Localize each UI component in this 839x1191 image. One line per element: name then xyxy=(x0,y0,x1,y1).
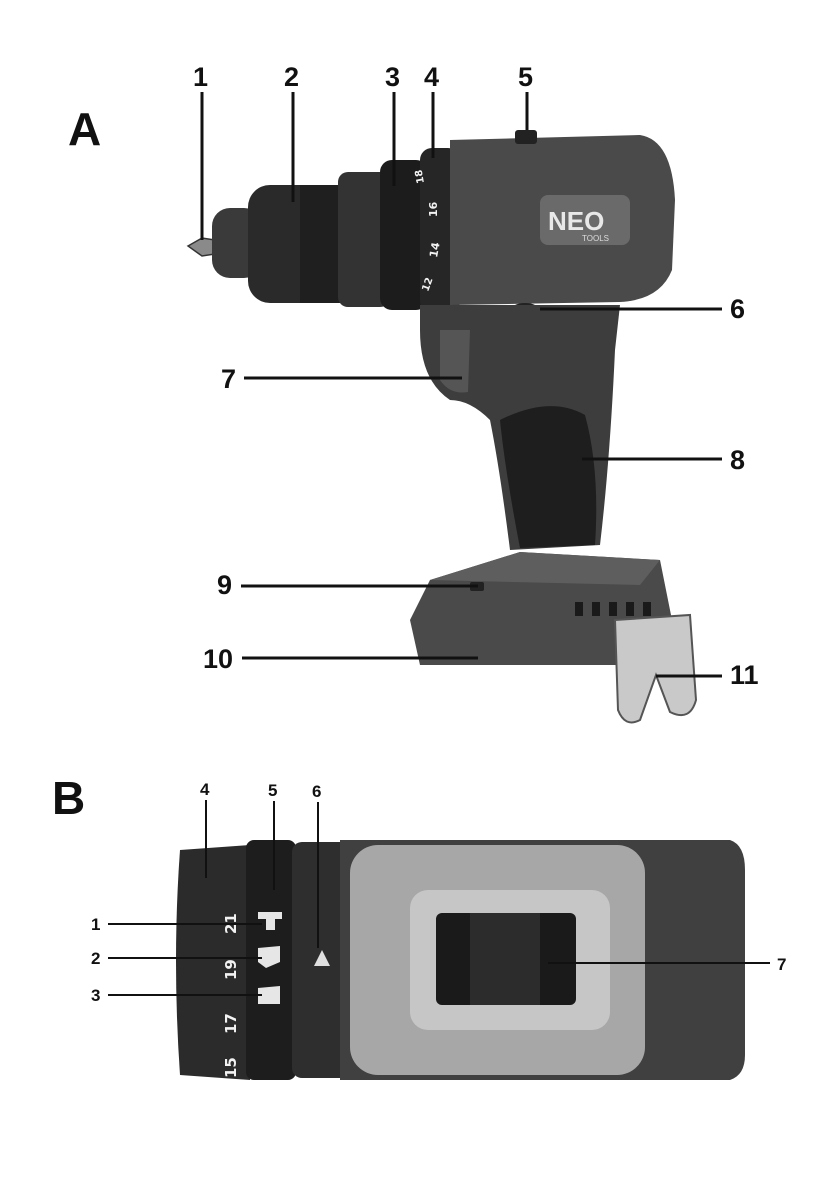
brand-logo: NEO xyxy=(548,206,604,236)
dial-a-num-3: 16 xyxy=(427,201,440,217)
drill-illustration: NEO TOOLS xyxy=(188,130,696,722)
belt-clip xyxy=(615,615,696,722)
callout-a-6: 6 xyxy=(730,294,745,324)
callout-a-7: 7 xyxy=(221,364,236,394)
callout-a-2: 2 xyxy=(284,62,299,92)
dial-b-num-1: 15 xyxy=(222,1057,240,1078)
callout-b-7: 7 xyxy=(777,955,786,974)
callout-b-5: 5 xyxy=(268,781,277,800)
callout-a-8: 8 xyxy=(730,445,745,475)
base-top xyxy=(430,552,660,585)
drill-bit xyxy=(188,238,215,256)
callout-a-3: 3 xyxy=(385,62,400,92)
dial-b-num-3: 19 xyxy=(222,959,240,980)
drill-top-view xyxy=(176,840,745,1080)
callout-a-10: 10 xyxy=(203,644,233,674)
top-switch xyxy=(515,130,537,144)
brand-sub: TOOLS xyxy=(582,234,609,243)
dial-a-num-2: 14 xyxy=(427,241,443,259)
callout-b-3: 3 xyxy=(91,986,100,1005)
callout-b-2: 2 xyxy=(91,949,100,968)
callout-a-4: 4 xyxy=(424,62,439,92)
callout-a-11: 11 xyxy=(730,660,759,690)
dial-b-num-2: 17 xyxy=(222,1013,240,1034)
callout-b-6: 6 xyxy=(312,782,321,801)
figure-a-letter: A xyxy=(68,103,101,155)
callout-b-1: 1 xyxy=(91,915,100,934)
callout-a-5: 5 xyxy=(518,62,533,92)
callout-a-9: 9 xyxy=(217,570,232,600)
callout-a-1: 1 xyxy=(193,62,208,92)
callout-b-4: 4 xyxy=(200,780,210,799)
drill-mode-symbol xyxy=(258,912,282,919)
trigger xyxy=(440,330,470,393)
figure-b-letter: B xyxy=(52,772,85,824)
chuck-knurl xyxy=(300,185,342,303)
